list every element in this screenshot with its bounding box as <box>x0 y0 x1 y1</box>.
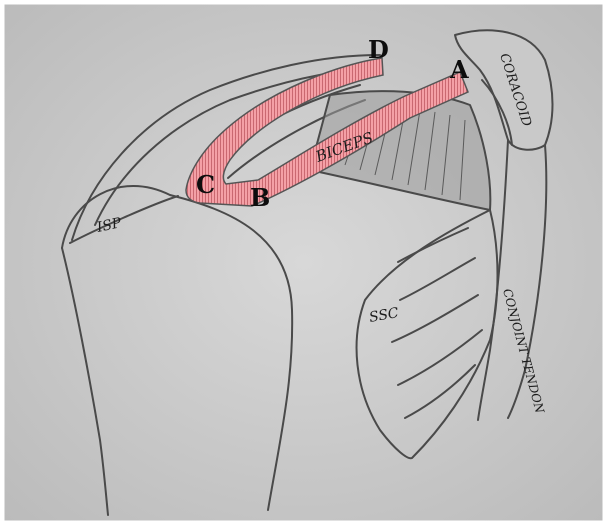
point-label-d: D <box>368 35 389 64</box>
point-label-c: C <box>196 170 215 199</box>
point-label-b: B <box>250 183 270 212</box>
point-label-a: A <box>449 55 469 84</box>
